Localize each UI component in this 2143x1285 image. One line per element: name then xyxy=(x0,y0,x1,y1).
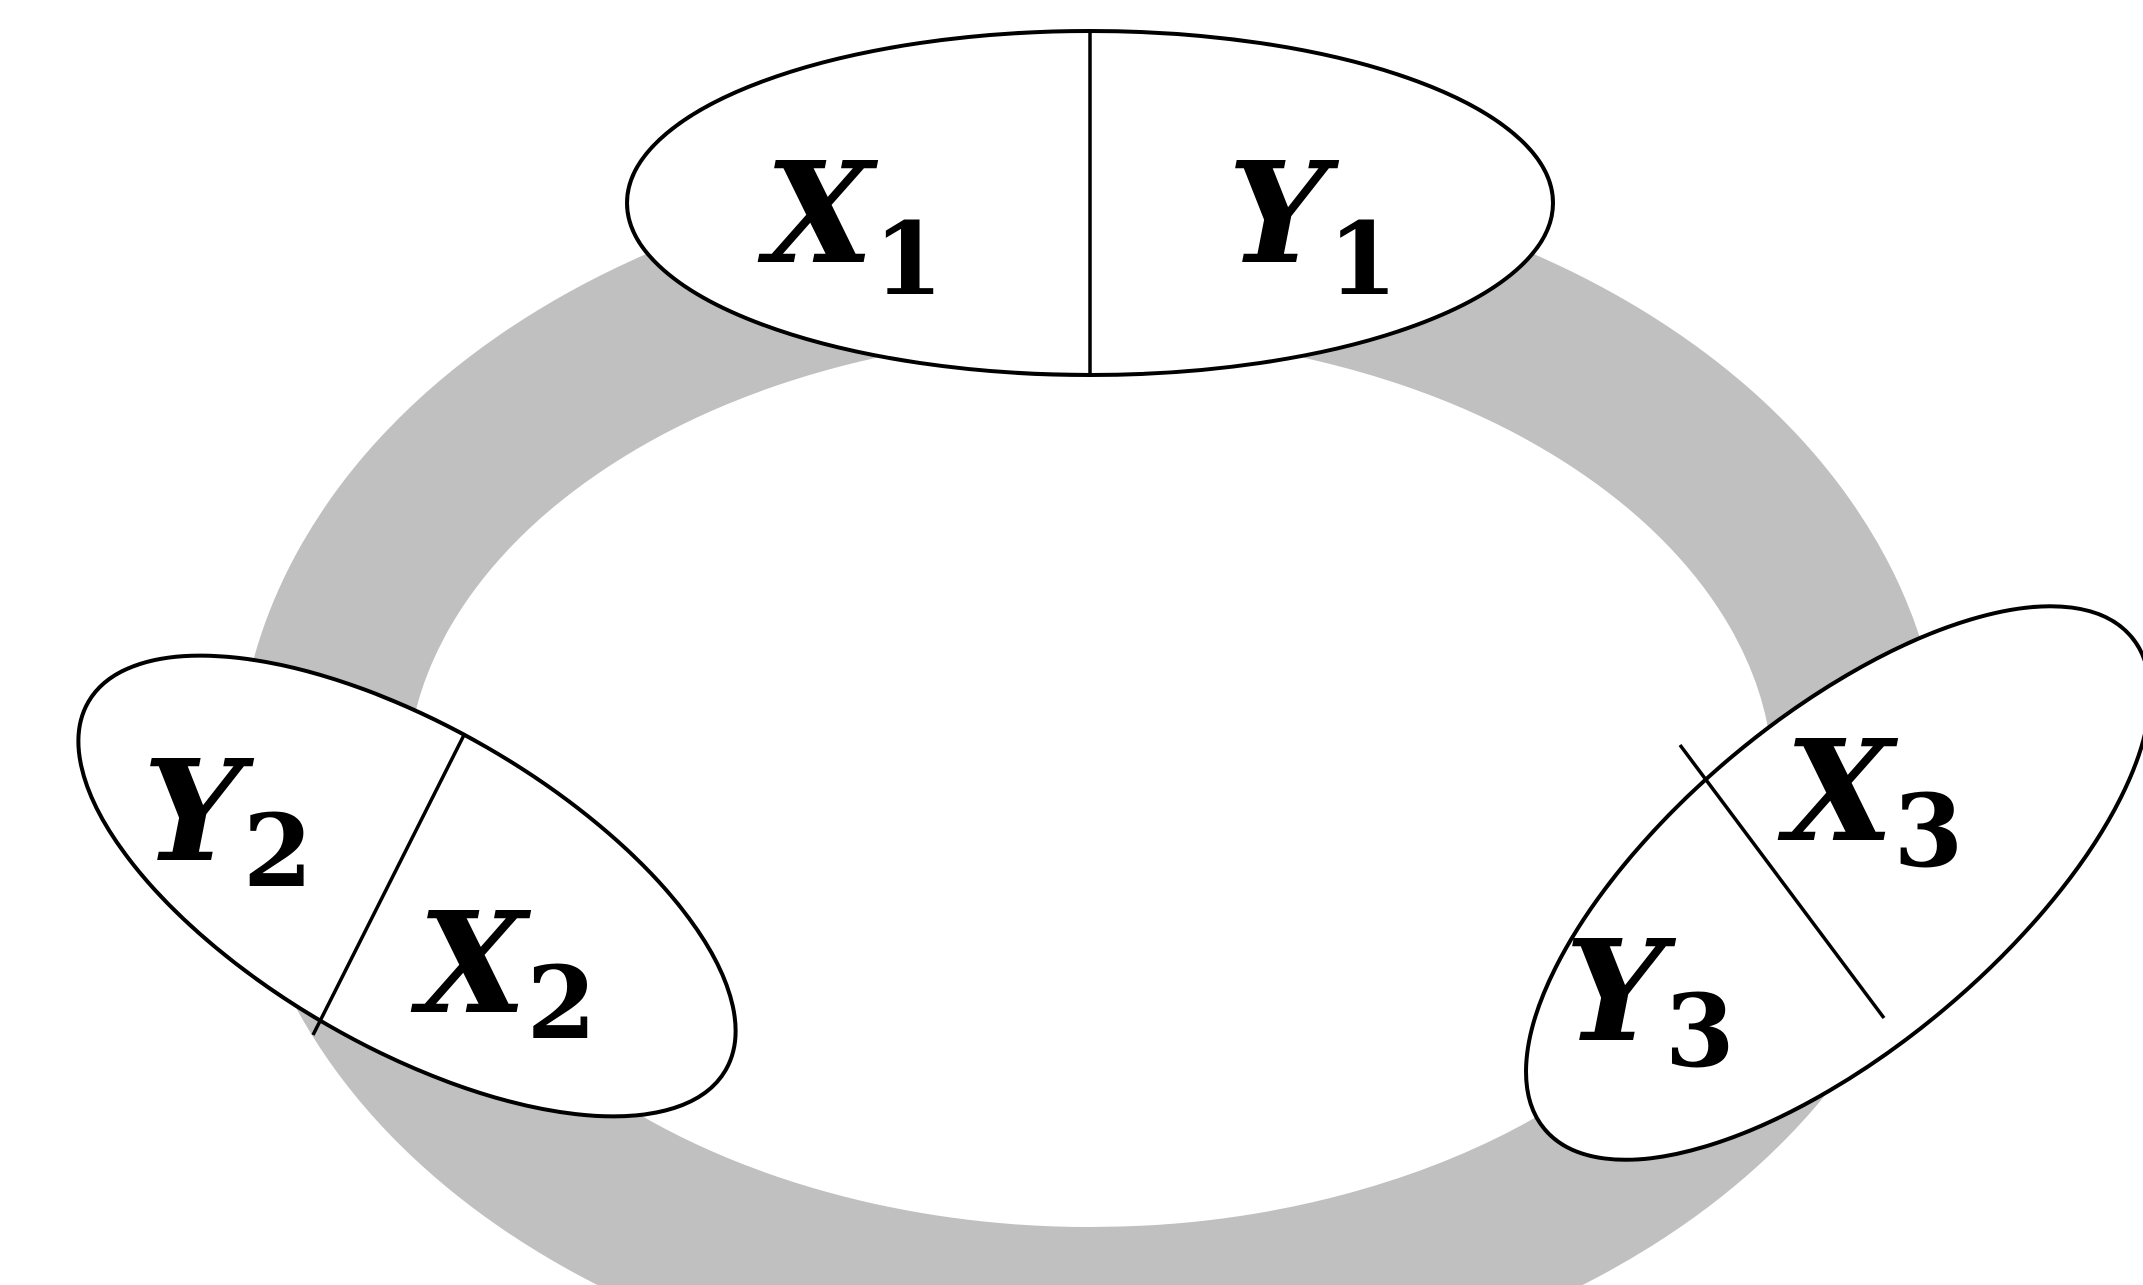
node-3-right-sub: 3 xyxy=(1894,772,1964,890)
node-1-left-label: X1 xyxy=(757,132,943,318)
node-1-left-main: X xyxy=(757,132,879,296)
node-3-left-main: Y xyxy=(1565,910,1677,1074)
node-1-right-sub: 1 xyxy=(1328,200,1398,318)
node-2-divider xyxy=(311,732,467,1036)
node-1-right-label: Y1 xyxy=(1228,132,1398,318)
node-2-right-label: X2 xyxy=(410,882,596,1062)
node-2: Y2 X2 xyxy=(76,653,738,1119)
node-3-right-main: X xyxy=(1777,710,1899,874)
node-2-right-sub: 2 xyxy=(527,944,597,1062)
node-3-divider xyxy=(1678,743,1886,1020)
node-3-left-label: Y3 xyxy=(1565,910,1735,1090)
node-2-right-main: X xyxy=(410,882,532,1046)
node-2-ellipse xyxy=(76,653,738,1119)
node-2-left-main: Y xyxy=(143,730,255,894)
node-3-left-sub: 3 xyxy=(1665,972,1735,1090)
node-3: Y3 X3 xyxy=(1524,604,2143,1162)
node-2-left-label: Y2 xyxy=(143,730,313,910)
node-3-ellipse xyxy=(1524,604,2143,1162)
node-1-right-main: Y xyxy=(1228,132,1340,296)
node-1-left-sub: 1 xyxy=(874,200,944,318)
node-2-left-sub: 2 xyxy=(243,792,313,910)
node-3-right-label: X3 xyxy=(1777,710,1963,890)
node-1: X1 Y1 xyxy=(625,29,1555,377)
